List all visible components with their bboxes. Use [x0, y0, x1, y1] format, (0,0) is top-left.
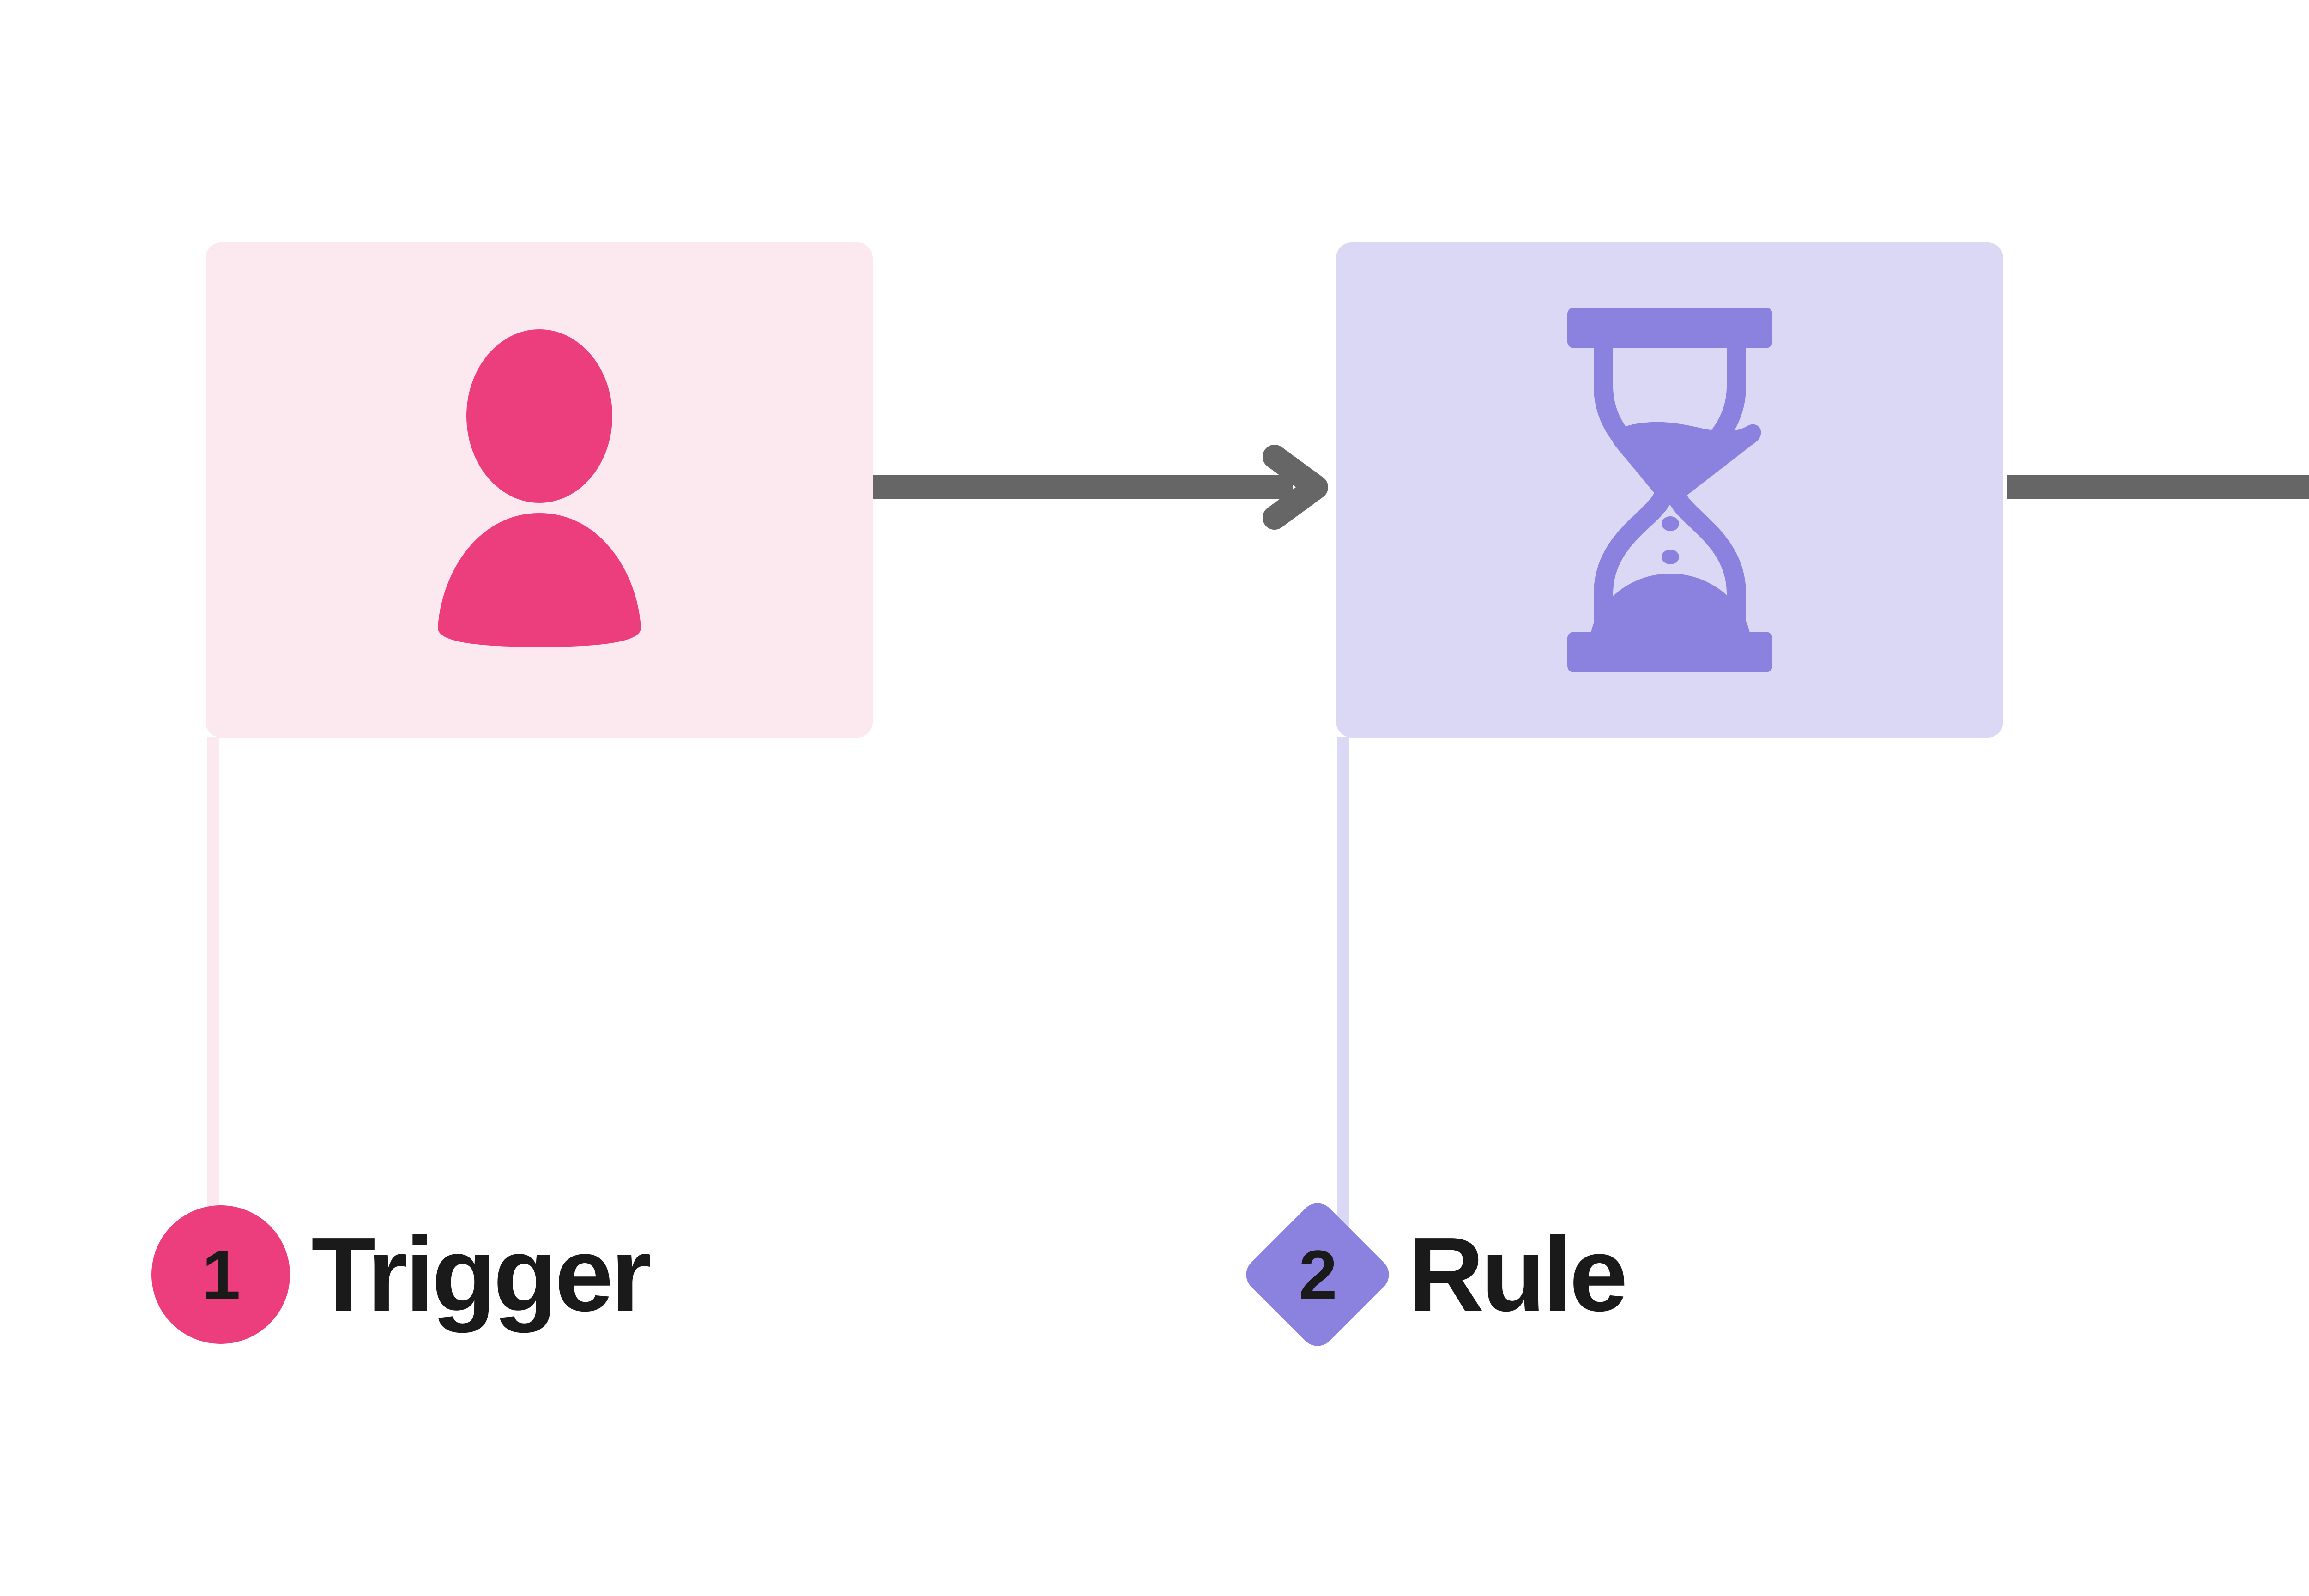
connector-line-trigger — [207, 737, 219, 1233]
badge-circle-shape — [151, 1205, 290, 1344]
status-badge: 1 — [151, 1205, 290, 1344]
connector-line-rule — [1337, 737, 1349, 1233]
badge-number: 2 — [1299, 1236, 1337, 1313]
step-label-trigger[interactable]: 1 Trigger — [151, 1201, 652, 1348]
status-badge: 2 — [1239, 1196, 1396, 1353]
arrow-right-icon — [2007, 475, 2309, 499]
person-icon — [437, 329, 641, 647]
step-card-trigger[interactable] — [206, 242, 873, 738]
step-title: Rule — [1408, 1216, 1628, 1333]
hourglass-icon — [1567, 308, 1772, 672]
step-title: Trigger — [311, 1216, 652, 1333]
badge-number: 1 — [202, 1236, 240, 1313]
step-label-rule[interactable]: 2 Rule — [1239, 1196, 1628, 1353]
step-card-rule[interactable] — [1336, 242, 2003, 738]
arrow-right-icon — [873, 445, 1328, 530]
